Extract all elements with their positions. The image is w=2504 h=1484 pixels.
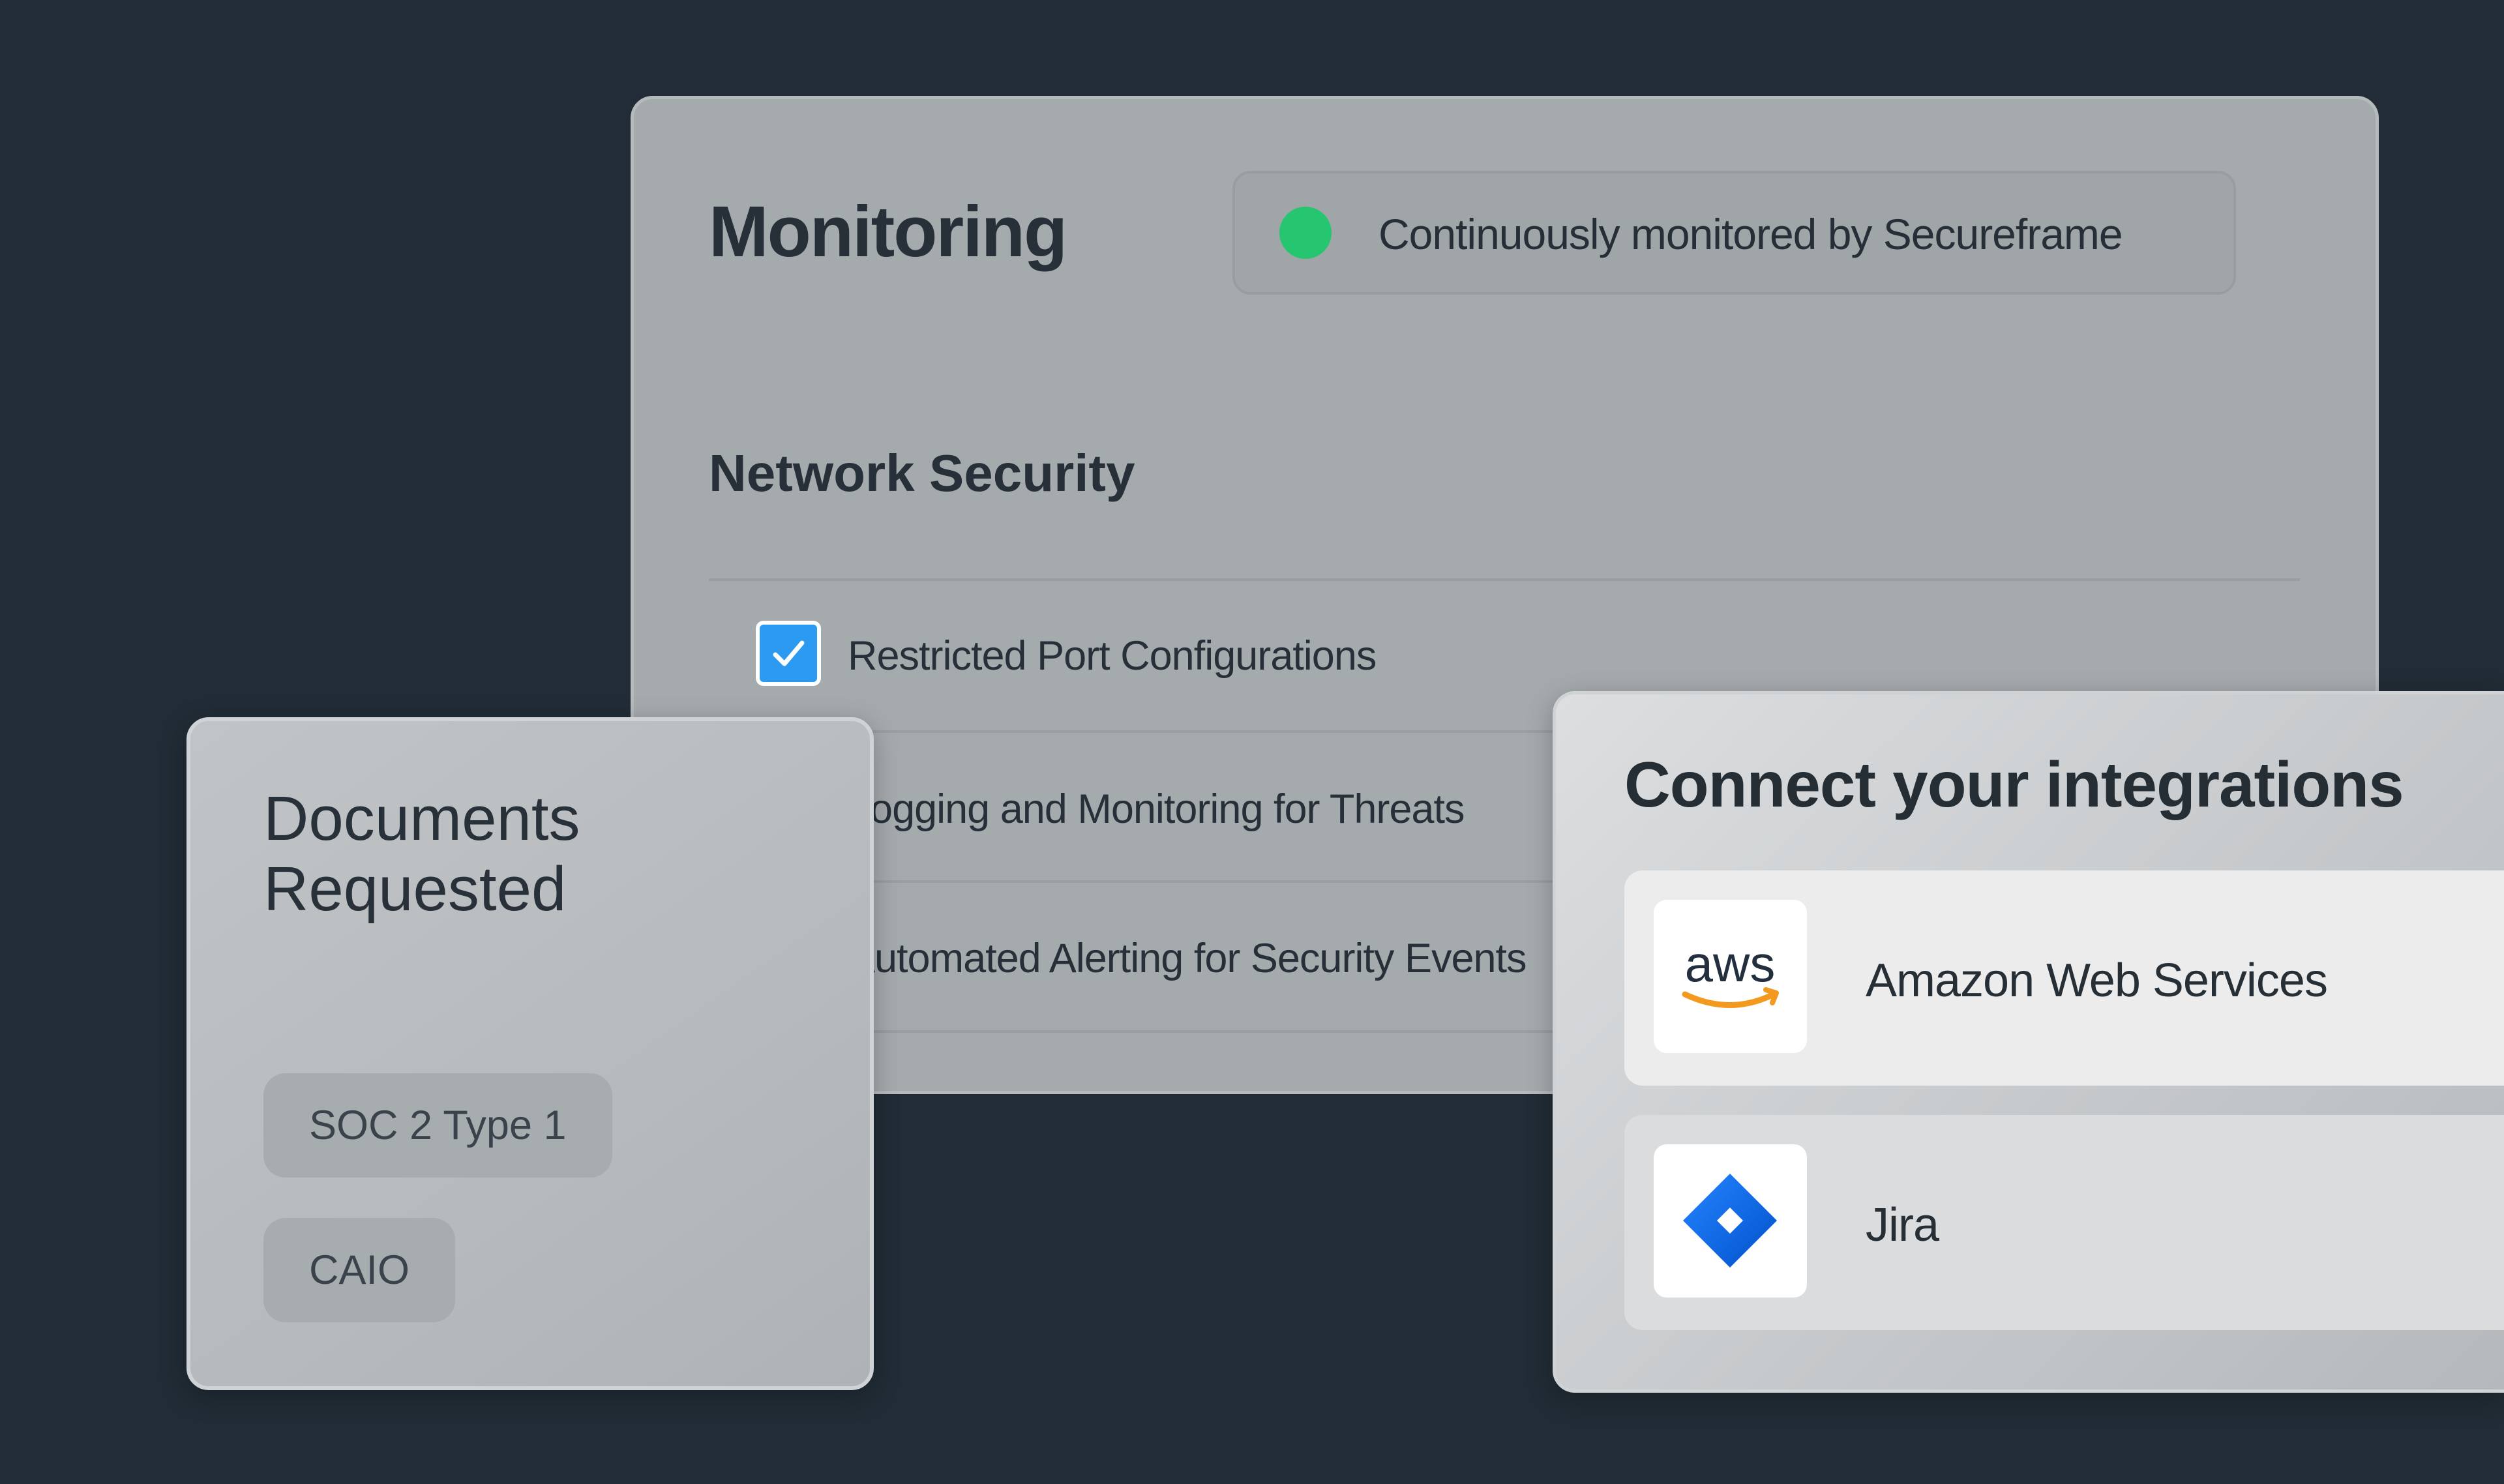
control-label: Logging and Monitoring for Threats bbox=[848, 786, 1465, 832]
document-tag-caio[interactable]: CAIO bbox=[263, 1218, 456, 1322]
integration-name: Amazon Web Services bbox=[1866, 955, 2328, 1007]
integrations-card: Connect your integrations aws Amazon Web… bbox=[1553, 691, 2504, 1393]
control-row-restricted-ports[interactable]: Restricted Port Configurations bbox=[709, 582, 2300, 730]
status-dot-icon bbox=[1279, 207, 1332, 259]
documents-title: Documents Requested bbox=[263, 784, 580, 924]
control-label: Restricted Port Configurations bbox=[848, 633, 1377, 679]
jira-logo-icon bbox=[1654, 1144, 1807, 1298]
status-text: Continuously monitored by Secureframe bbox=[1379, 210, 2123, 258]
divider bbox=[709, 578, 2300, 581]
checkbox-checked[interactable] bbox=[756, 621, 821, 686]
network-security-heading: Network Security bbox=[709, 444, 1135, 502]
divider bbox=[709, 880, 2300, 883]
integration-item-aws[interactable]: aws Amazon Web Services bbox=[1624, 870, 2504, 1086]
control-row-logging-monitoring[interactable]: Logging and Monitoring for Threats bbox=[709, 735, 2300, 883]
aws-logo-icon: aws bbox=[1654, 900, 1807, 1053]
monitoring-title: Monitoring bbox=[709, 192, 1067, 272]
divider bbox=[709, 1030, 2300, 1033]
integrations-title: Connect your integrations bbox=[1624, 749, 2404, 820]
divider bbox=[709, 730, 2300, 733]
integration-item-jira[interactable]: Jira bbox=[1624, 1115, 2504, 1330]
monitoring-card: Monitoring Continuously monitored by Sec… bbox=[631, 96, 2379, 1094]
document-tag-soc2[interactable]: SOC 2 Type 1 bbox=[263, 1073, 612, 1178]
documents-requested-card: Documents Requested SOC 2 Type 1 CAIO bbox=[186, 717, 874, 1390]
integration-name: Jira bbox=[1866, 1199, 1939, 1251]
monitoring-status-badge: Continuously monitored by Secureframe bbox=[1232, 171, 2236, 295]
control-label: Automated Alerting for Security Events bbox=[848, 936, 1527, 981]
aws-logo-text: aws bbox=[1685, 935, 1776, 992]
control-row-automated-alerting[interactable]: Automated Alerting for Security Events bbox=[709, 884, 2300, 1033]
check-icon bbox=[773, 640, 805, 666]
